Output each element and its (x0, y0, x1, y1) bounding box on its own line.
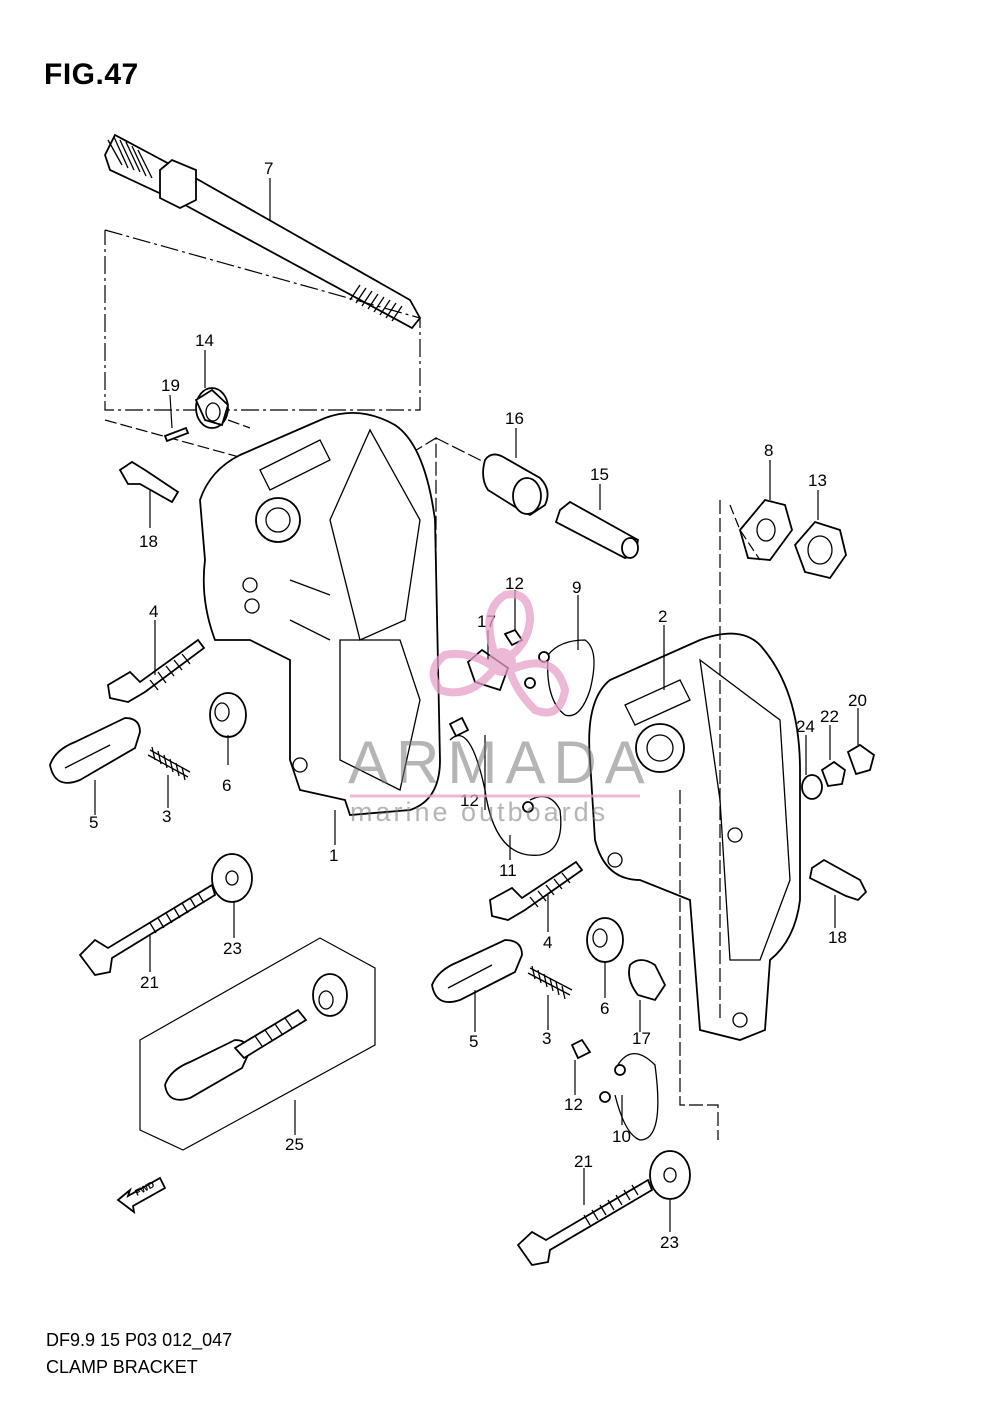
callout-22: 22 (820, 707, 839, 726)
washer-part (209, 692, 691, 1200)
callout-2: 2 (658, 607, 667, 626)
callout-12: 12 (505, 574, 524, 593)
stud-bolt-part (104, 133, 422, 330)
callout-4b: 4 (543, 933, 552, 952)
callout-4: 4 (149, 602, 158, 621)
callout-12c: 12 (564, 1095, 583, 1114)
diagram-code: DF9.9 15 P03 012_047 (46, 1330, 233, 1350)
clamp-screw-part (78, 883, 654, 1266)
callout-19: 19 (161, 376, 180, 395)
callout-14: 14 (195, 331, 214, 350)
callout-10: 10 (612, 1127, 631, 1146)
nut-part (793, 520, 847, 580)
callout-23: 23 (223, 939, 242, 958)
callout-labels: 7 14 19 16 15 8 13 18 12 9 4 17 2 24 22 … (89, 159, 867, 1252)
callout-15: 15 (590, 465, 609, 484)
sleeve-part (482, 453, 549, 517)
ground-wire-part (449, 639, 659, 1141)
shaft-part (554, 500, 640, 559)
callout-21: 21 (140, 973, 159, 992)
plate-part (729, 498, 793, 561)
callout-7: 7 (264, 159, 273, 178)
callout-21b: 21 (574, 1152, 593, 1171)
callout-3: 3 (162, 807, 171, 826)
callout-23b: 23 (660, 1233, 679, 1252)
callout-24: 24 (796, 717, 815, 736)
callout-1: 1 (329, 846, 338, 865)
callout-11: 11 (499, 861, 517, 880)
bolt-part (118, 460, 180, 504)
diagram-name: CLAMP BRACKET (46, 1357, 198, 1377)
right-clamp-bracket-part (588, 500, 801, 1140)
bushing-part (194, 387, 230, 429)
figure-title: FIG.47 (44, 58, 139, 91)
watermark-brand: ARMADA (348, 729, 653, 796)
callout-20: 20 (848, 691, 867, 710)
callout-13: 13 (808, 471, 827, 490)
spring-part (147, 746, 573, 1000)
callout-5b: 5 (469, 1032, 478, 1051)
fastener-set-part (801, 743, 876, 902)
clamp-handle-part (49, 717, 523, 1003)
watermark-tagline: marine outboards (350, 797, 609, 827)
callout-18: 18 (139, 532, 158, 551)
screw-part (448, 628, 592, 1060)
callout-6: 6 (222, 776, 231, 795)
callout-6b: 6 (600, 999, 609, 1018)
callout-8: 8 (764, 441, 773, 460)
callout-17b: 17 (632, 1029, 651, 1048)
callout-18b: 18 (828, 928, 847, 947)
watermark-logo (350, 590, 640, 798)
forward-direction-arrow: FWD (116, 1176, 167, 1215)
callout-25: 25 (285, 1135, 304, 1154)
callout-9: 9 (572, 578, 581, 597)
callout-16: 16 (505, 409, 524, 428)
callout-5: 5 (89, 813, 98, 832)
clamp-kit-part (139, 937, 376, 1151)
lock-rod-part (107, 638, 584, 921)
callout-3b: 3 (542, 1029, 551, 1048)
pin-part (163, 426, 190, 443)
left-clamp-bracket-part (199, 412, 441, 816)
